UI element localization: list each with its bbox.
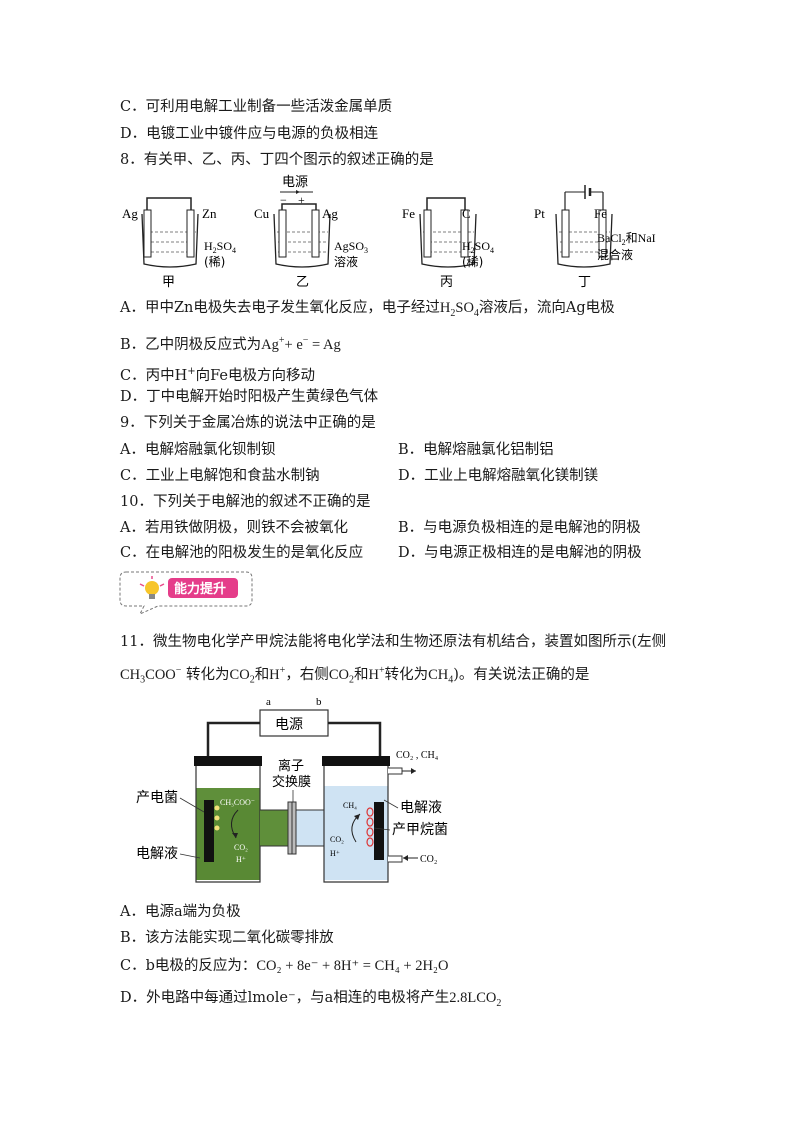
svg-text:H2SO4: H2SO4 <box>462 239 494 255</box>
banner-text: 能力提升 <box>174 581 226 597</box>
figure-yi: 电源 − + Cu Ag AgSO3 溶液 乙 <box>254 175 368 290</box>
svg-text:H2SO4: H2SO4 <box>204 239 236 255</box>
q10-option-b: B．与电源负极相连的是电解池的阴极 <box>398 520 641 536</box>
bing-sol-h: H <box>462 239 471 253</box>
q9-option-c: C．工业上电解饱和食盐水制钠 <box>120 468 320 484</box>
membrane-label-1: 离子 <box>278 758 304 774</box>
ability-banner: 能力提升 <box>119 571 253 616</box>
bing-right-electrode: C <box>462 206 471 221</box>
q11-stem-line1: 11．微生物电化学产甲烷法能将电化学法和生物还原法有机结合，装置如图所示(左侧 <box>120 634 667 650</box>
q8-option-d: D．丁中电解开始时阳极产生黄绿色气体 <box>120 389 379 405</box>
q10-option-d: D．与电源正极相连的是电解池的阴极 <box>398 545 642 561</box>
right-electrolyte-label: 电解液 <box>400 800 442 816</box>
membrane-label-2: 交换膜 <box>272 774 311 790</box>
jia-left-electrode: Ag <box>122 206 138 221</box>
left-ch3coo: CH₃COO⁻ <box>220 798 255 807</box>
right-co2: CO₂ <box>330 835 344 844</box>
q11-option-c: C．b电极的反应为：CO₂ + 8e⁻ + 8H⁺ = CH₄ + 2H₂O <box>120 958 449 974</box>
yi-minus: − <box>280 193 287 207</box>
bing-left-electrode: Fe <box>402 206 415 221</box>
yi-power-label: 电源 <box>282 175 308 190</box>
yi-right-electrode: Ag <box>322 206 338 221</box>
left-co2: CO₂ <box>234 843 248 852</box>
jia-name: 甲 <box>162 275 175 290</box>
svg-text:AgSO3: AgSO3 <box>334 239 368 255</box>
ding-sol-mix: 混合液 <box>597 247 633 262</box>
jia-sol-sub: 2 <box>213 246 217 255</box>
lightbulb-icon <box>139 576 165 599</box>
left-electrode <box>204 800 214 862</box>
q8-option-a: A．甲中Zn电极失去电子发生氧化反应，电子经过H2SO4溶液后，流向Ag电极 <box>120 300 615 319</box>
bing-name: 丙 <box>440 275 453 290</box>
right-ch4: CH₄ <box>343 801 357 810</box>
q8-stem: 8．有关甲、乙、丙、丁四个图示的叙述正确的是 <box>120 152 434 168</box>
figure-ding: Pt Fe BaCl2和NaI 混合液 丁 <box>534 185 656 290</box>
q9-stem: 9．下列关于金属冶炼的说法中正确的是 <box>120 415 376 431</box>
ding-right-electrode: Fe <box>594 206 607 221</box>
q8-option-c: C．丙中H+向Fe电极方向移动 <box>120 366 315 384</box>
q8-figures: Ag Zn H2SO4 (稀) 甲 电源 − + Cu Ag AgSO3 溶液 … <box>122 175 656 290</box>
gas-in-label: CO₂ <box>420 854 437 865</box>
yi-left-electrode: Cu <box>254 206 270 221</box>
left-h-plus: H⁺ <box>236 855 246 864</box>
yi-plus: + <box>298 193 305 207</box>
yi-name: 乙 <box>296 275 309 290</box>
bing-sol-sub2: 4 <box>490 246 494 255</box>
left-bacteria-label: 产电菌 <box>136 790 178 806</box>
right-electrode <box>374 802 384 860</box>
ding-sol-bacl: BaCl <box>597 231 622 245</box>
q10-stem: 10．下列关于电解池的叙述不正确的是 <box>120 494 371 510</box>
q9-option-b: B．电解熔融氯化铝制铝 <box>398 442 554 458</box>
figure-jia: Ag Zn H2SO4 (稀) 甲 <box>122 197 236 290</box>
jia-right-electrode: Zn <box>202 206 217 221</box>
power-source-box <box>259 709 329 737</box>
right-bacteria-label: 产甲烷菌 <box>392 822 448 838</box>
q10-option-a: A．若用铁做阴极，则铁不会被氧化 <box>120 520 348 536</box>
gas-out-label: CO₂ , CH₄ <box>396 750 439 761</box>
ding-left-electrode: Pt <box>534 206 545 221</box>
yi-sol: AgSO <box>334 239 364 253</box>
figure-bing: Fe C H2SO4 (稀) 丙 <box>402 197 494 290</box>
q11-option-a: A．电源a端为负极 <box>120 904 241 920</box>
jia-sol-so: SO <box>217 239 233 253</box>
bing-sol-sub: 2 <box>471 246 475 255</box>
bing-dilute: (稀) <box>462 255 483 269</box>
ding-name: 丁 <box>578 275 591 290</box>
q11-stem-line2: CH3COO− 转化为CO2和H+，右侧CO2和H+转化为CH4)。有关说法正确… <box>120 665 590 686</box>
q9-option-d: D．工业上电解熔融氧化镁制镁 <box>398 468 599 484</box>
yi-sol-text: 溶液 <box>334 254 358 269</box>
right-h-plus: H⁺ <box>330 849 340 858</box>
power-source-label: 电源 <box>275 717 303 733</box>
q7-option-d: D．电镀工业中镀件应与电源的负极相连 <box>120 126 379 142</box>
q8-option-b: B．乙中阴极反应式为Ag++ e− = Ag <box>120 335 341 353</box>
q10-option-c: C．在电解池的阳极发生的是氧化反应 <box>120 545 364 561</box>
terminal-a-label: a <box>266 696 271 708</box>
q9-option-a: A．电解熔融氯化钡制钡 <box>120 442 276 458</box>
q7-option-c: C．可利用电解工业制备一些活泼金属单质 <box>120 99 393 115</box>
bing-sol-so: SO <box>475 239 491 253</box>
ding-sol-nai: 和NaI <box>626 231 656 245</box>
q11-electrolysis-figure: a b 电源 CH₃COO⁻ CO₂ H⁺ 离子 交换膜 CH₄ CO₂ H⁺ … <box>136 696 448 883</box>
ding-sol-sub: 2 <box>622 238 626 247</box>
jia-sol-h: H <box>204 239 213 253</box>
q11-option-b: B．该方法能实现二氧化碳零排放 <box>120 930 334 946</box>
jia-dilute: (稀) <box>204 255 225 269</box>
terminal-b-label: b <box>316 696 322 708</box>
yi-sol-sub: 3 <box>364 246 368 255</box>
svg-text:BaCl2和NaI: BaCl2和NaI <box>597 231 656 247</box>
jia-sol-sub2: 4 <box>232 246 236 255</box>
q11-option-d: D．外电路中每通过lmole⁻，与a相连的电极将产生2.8LCO2 <box>120 990 502 1009</box>
left-electrolyte-label: 电解液 <box>136 846 178 862</box>
